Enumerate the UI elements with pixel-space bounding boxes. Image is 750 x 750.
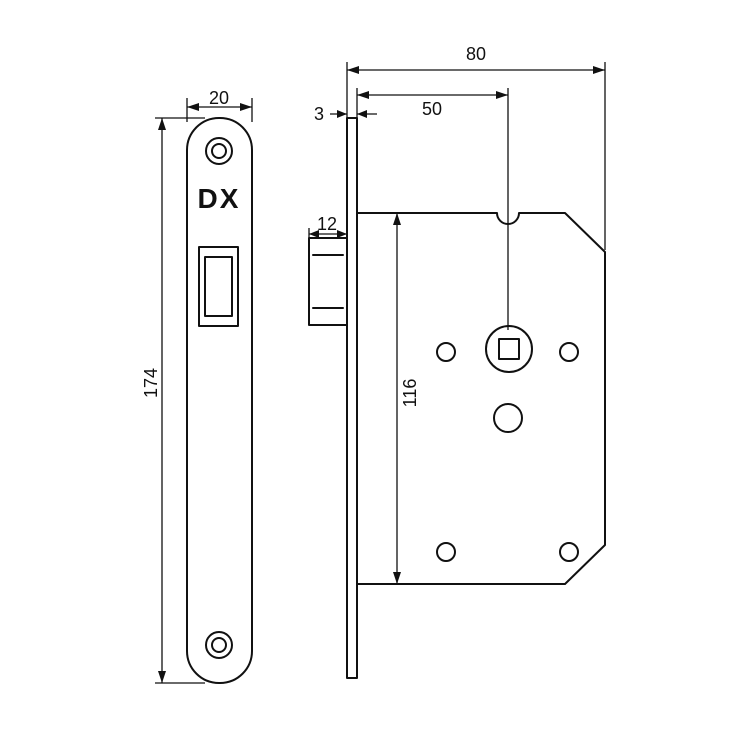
backset-label: 50 bbox=[422, 99, 442, 119]
latch-bolt bbox=[308, 237, 348, 326]
plate-thickness-dimension: 3 bbox=[314, 104, 377, 124]
faceplate-outline bbox=[186, 117, 253, 684]
latch-opening bbox=[198, 246, 239, 327]
faceplate-height-label: 174 bbox=[141, 368, 161, 398]
faceplate-width-label: 20 bbox=[209, 88, 229, 108]
latch-projection-label: 12 bbox=[317, 214, 337, 234]
lock-body-view: 80 50 3 12 bbox=[308, 44, 606, 679]
spindle-follower bbox=[485, 325, 533, 373]
plate-thickness-label: 3 bbox=[314, 104, 324, 124]
fixing-hole-lower-left bbox=[436, 542, 456, 562]
faceplate-height-dimension: 174 bbox=[141, 117, 205, 684]
overall-depth-dimension: 80 bbox=[346, 44, 606, 250]
brand-logo: DX bbox=[198, 183, 241, 214]
faceplate-view: DX 20 174 bbox=[141, 88, 253, 684]
backset-dimension: 50 bbox=[356, 88, 509, 330]
fixing-hole-lower-right bbox=[559, 542, 579, 562]
forend-plate bbox=[346, 117, 358, 679]
top-screw-hole bbox=[205, 137, 233, 165]
latch-projection-dimension: 12 bbox=[308, 214, 347, 238]
fixing-hole-upper-right bbox=[559, 342, 579, 362]
bottom-screw-hole bbox=[205, 631, 233, 659]
overall-depth-label: 80 bbox=[466, 44, 486, 64]
body-height-label: 116 bbox=[400, 379, 420, 408]
body-height-dimension: 116 bbox=[387, 212, 420, 585]
lock-case-outline bbox=[356, 212, 606, 585]
faceplate-width-dimension: 20 bbox=[186, 88, 253, 122]
cylinder-hole bbox=[493, 403, 523, 433]
fixing-hole-upper-left bbox=[436, 342, 456, 362]
